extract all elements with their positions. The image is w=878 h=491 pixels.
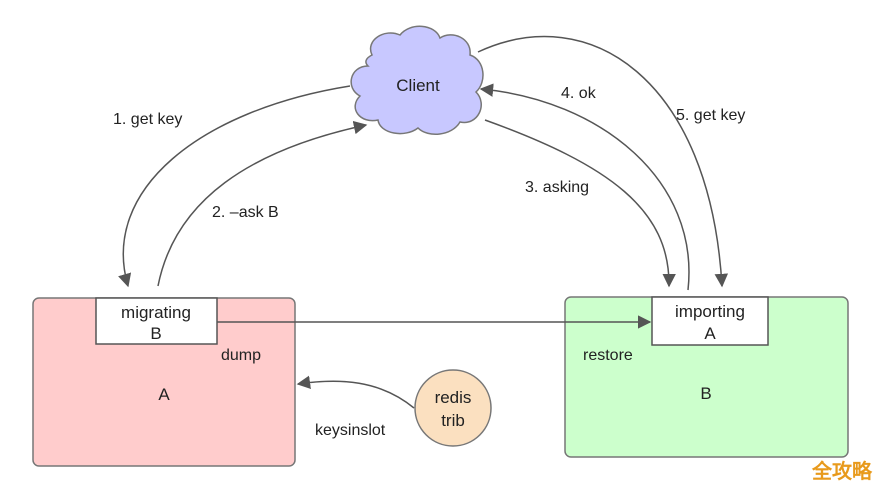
label-restore: restore (583, 347, 633, 364)
migrating-slot-box: migrating B (95, 297, 218, 345)
importing-label: importing (675, 302, 745, 321)
label-asking: 3. asking (525, 179, 589, 196)
label-ok: 4. ok (561, 85, 597, 102)
label-get-key-a: 1. get key (113, 111, 182, 128)
redis-trib-node: redis trib (414, 369, 492, 447)
importing-source-label: A (704, 324, 716, 343)
edge-get-key-b (477, 35, 729, 288)
server-a-label: A (158, 385, 170, 404)
importing-slot-box: importing A (651, 296, 769, 346)
label-keysinslot: keysinslot (315, 422, 386, 439)
edge-get-key-a (118, 85, 351, 288)
server-b-label: B (700, 384, 711, 403)
label-dump: dump (221, 347, 261, 364)
edge-asking (484, 119, 676, 288)
label-ask-b: 2. –ask B (212, 204, 279, 221)
redis-trib-line1: redis (435, 388, 472, 407)
edge-keysinslot (296, 375, 415, 409)
edge-ask-b (157, 120, 368, 287)
edge-ok (479, 83, 690, 291)
migrating-target-label: B (150, 324, 161, 343)
redis-trib-line2: trib (441, 411, 465, 430)
client-label: Client (396, 76, 440, 95)
watermark: 全攻略 (811, 459, 873, 483)
label-get-key-b: 5. get key (676, 107, 745, 124)
client-node: Client (350, 25, 484, 135)
migrating-label: migrating (121, 303, 191, 322)
